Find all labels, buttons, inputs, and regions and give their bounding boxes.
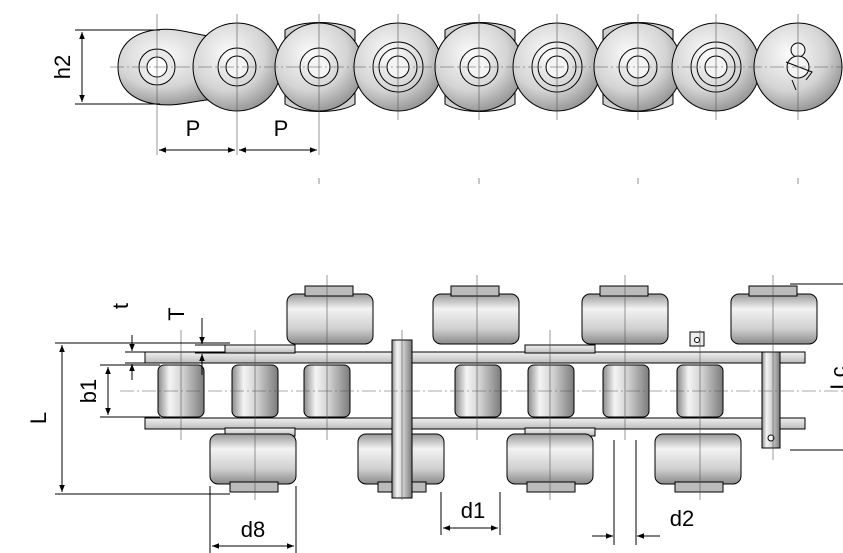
pitch-label-first: P	[186, 116, 201, 141]
d1-dimension	[440, 492, 501, 535]
d8-label: d8	[241, 517, 265, 542]
t-dimension	[125, 335, 145, 380]
d8-dimension	[209, 486, 297, 553]
L-label: L	[26, 412, 51, 424]
chain-side-view: h2 P P	[50, 14, 843, 184]
t-label: t	[108, 303, 133, 309]
b1-label: b1	[76, 379, 101, 403]
side-view-vertical-centerlines	[156, 14, 799, 155]
T-dimension	[195, 318, 228, 375]
T-label: T	[164, 307, 189, 320]
Lc-dimension	[790, 283, 843, 451]
link-plates	[144, 344, 806, 437]
tick-marks	[318, 178, 799, 184]
d1-label: d1	[461, 498, 485, 523]
d2-dimension	[592, 440, 660, 545]
chain-top-view: L b1 t T Lc	[26, 275, 843, 553]
pitch-label-second: P	[274, 116, 289, 141]
upper-attachment-rollers	[286, 285, 818, 345]
lower-attachment-rollers	[209, 433, 742, 493]
top-view-vertical-centerlines	[180, 275, 774, 500]
Lc-label: Lc	[826, 366, 843, 389]
h2-dimension	[75, 29, 160, 105]
h2-label: h2	[50, 55, 75, 79]
d2-label: d2	[670, 506, 694, 531]
connecting-pin	[689, 331, 781, 449]
